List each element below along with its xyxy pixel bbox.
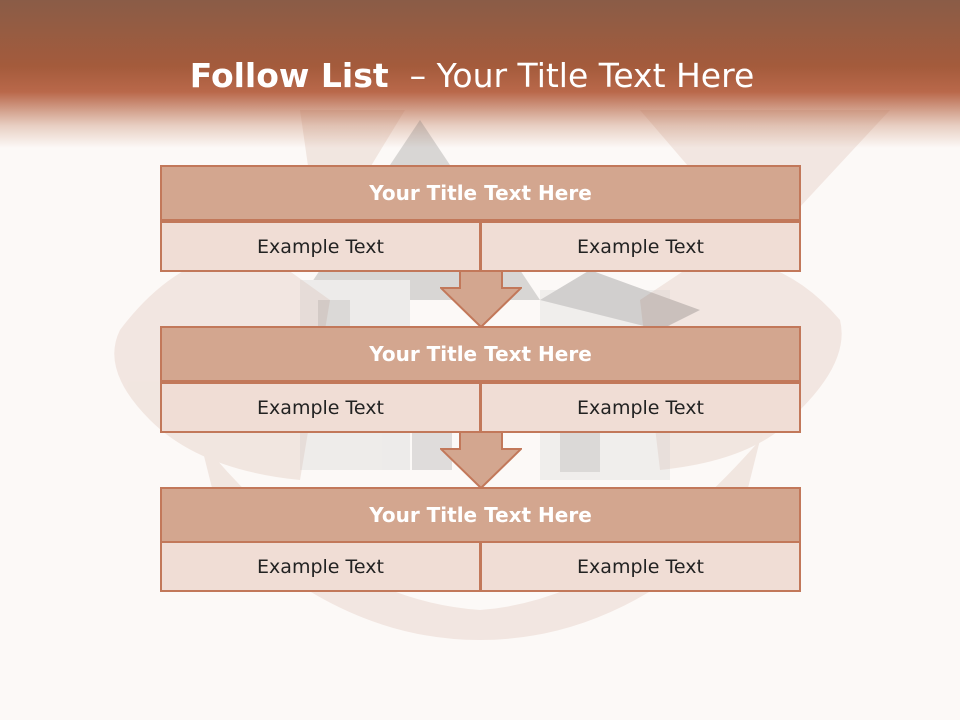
list-block-3: Your Title Text Here Example Text Exampl… — [160, 487, 801, 592]
block-cell-left: Example Text — [160, 221, 481, 272]
list-block-1: Your Title Text Here Example Text Exampl… — [160, 165, 801, 272]
down-arrow-icon — [440, 270, 522, 328]
block-cell-left: Example Text — [160, 382, 481, 433]
block-cell-right: Example Text — [480, 382, 801, 433]
block-title: Your Title Text Here — [160, 165, 801, 221]
block-cell-right: Example Text — [480, 221, 801, 272]
slide-title: Follow List – Your Title Text Here — [0, 56, 944, 96]
slide-title-rest: – Your Title Text Here — [409, 56, 755, 95]
block-title: Your Title Text Here — [160, 326, 801, 382]
block-cell-left: Example Text — [160, 541, 481, 592]
header-banner — [0, 0, 960, 148]
list-block-2: Your Title Text Here Example Text Exampl… — [160, 326, 801, 433]
block-cell-right: Example Text — [480, 541, 801, 592]
block-title: Your Title Text Here — [160, 487, 801, 543]
down-arrow-icon — [440, 431, 522, 489]
slide-title-bold: Follow List — [189, 56, 389, 95]
